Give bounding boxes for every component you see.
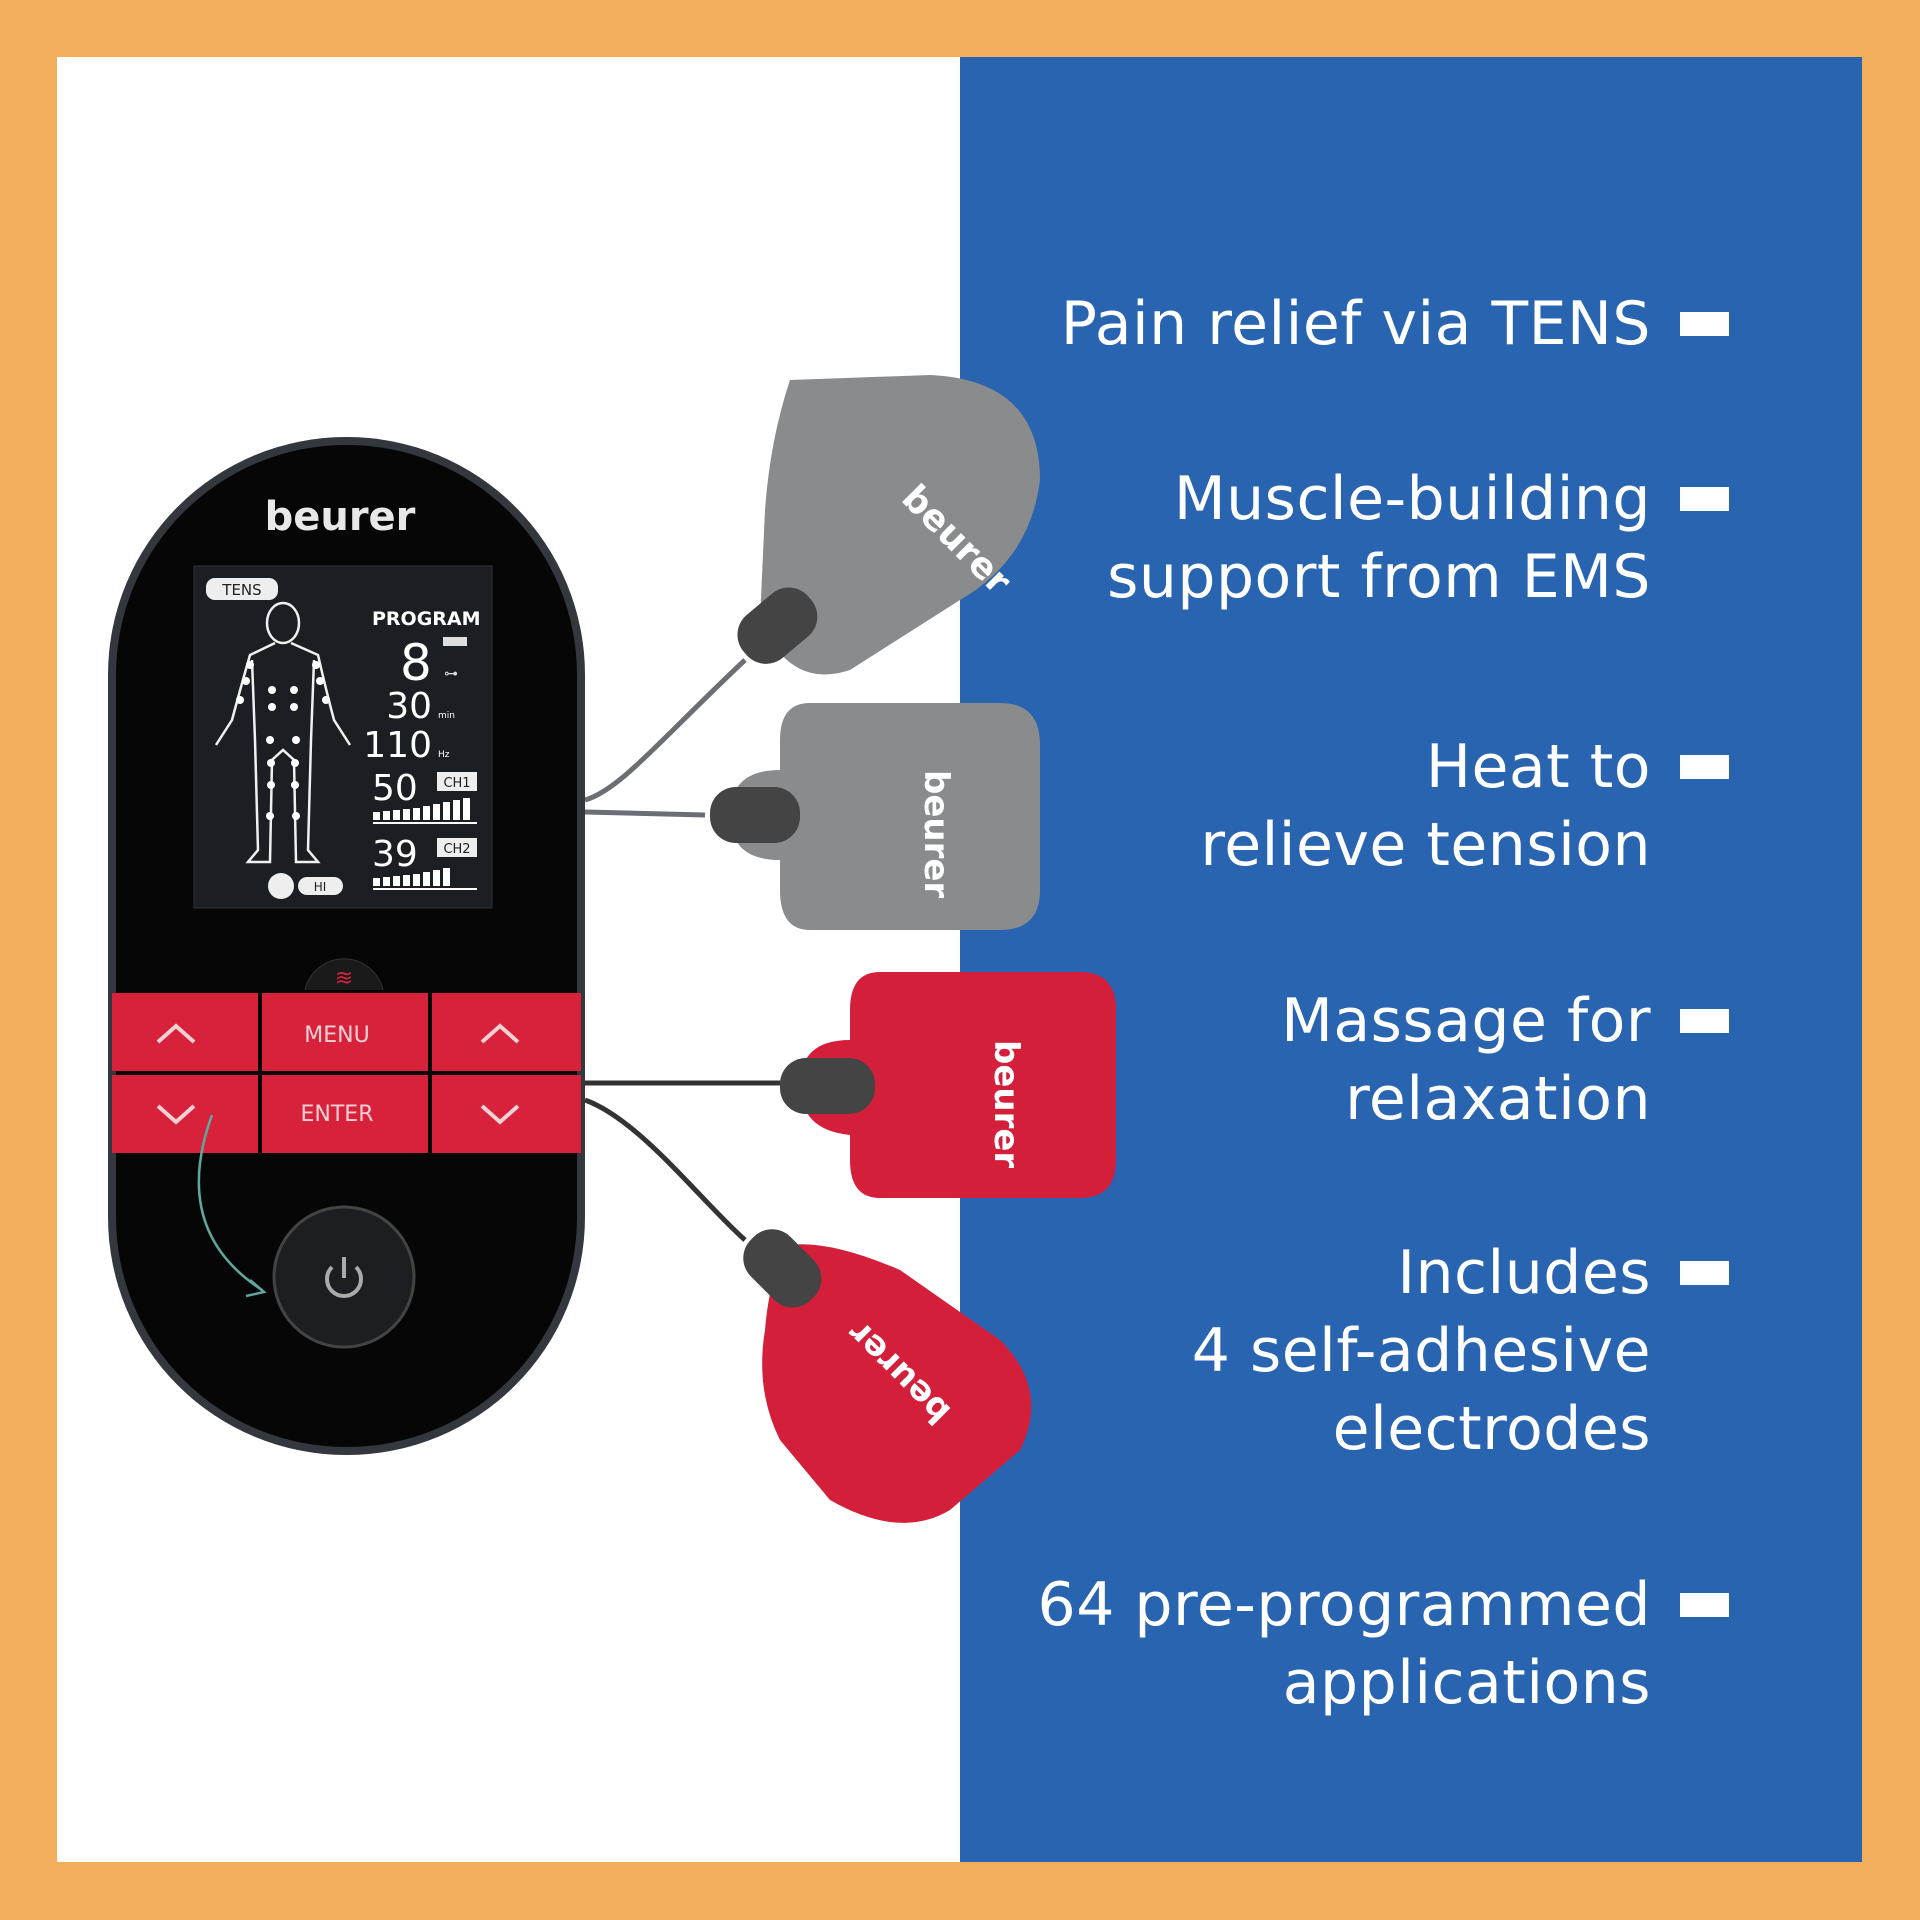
feature-line: 64 pre-programmed <box>1037 1570 1651 1640</box>
key-lock-icon: ⊶ <box>444 666 458 682</box>
enter-button-label: ENTER <box>301 1102 374 1127</box>
red-electrode-pad-1: beurer <box>780 972 1116 1198</box>
feature-line: Muscle-building <box>1173 464 1651 534</box>
lcd-ch1-intensity: 50 <box>372 768 418 809</box>
heat-icon <box>268 873 294 899</box>
lcd-time-unit: min <box>438 711 455 721</box>
device-logo: beurer <box>265 494 416 540</box>
feature-programs: 64 pre-programmed applications <box>1038 1566 1651 1722</box>
electrode-cables <box>584 658 790 1242</box>
product-infographic: beurer beurer beurer beurer beurer TENS <box>57 57 1862 1862</box>
grey-electrode-pad-1: beurer <box>737 375 1040 675</box>
bullet-marker <box>1680 755 1729 779</box>
bullet-marker <box>1680 1009 1729 1033</box>
bullet-marker <box>1680 487 1729 511</box>
red-electrode-pad-2: beurer <box>743 1229 1032 1523</box>
feature-line: 4 self-adhesive <box>1191 1316 1651 1386</box>
lcd-heat-level: HI <box>314 880 327 894</box>
chevron-down-icon <box>480 1104 520 1125</box>
menu-button[interactable] <box>262 993 428 1071</box>
ch2-intensity-bars <box>373 868 477 890</box>
feature-massage: Massage for relaxation <box>1281 982 1651 1138</box>
features-panel <box>960 57 1862 1862</box>
feature-heat: Heat to relieve tension <box>1200 728 1651 884</box>
chevron-up-icon <box>156 1023 196 1044</box>
feature-line: applications <box>1282 1648 1651 1718</box>
ch1-intensity-bars <box>373 798 477 824</box>
grey-electrode-pad-2: beurer <box>710 703 1040 930</box>
menu-button-label: MENU <box>304 1023 369 1048</box>
keypad: MENU ENTER <box>112 993 581 1153</box>
heat-button[interactable] <box>304 958 384 991</box>
lcd-ch2-label: CH2 <box>443 842 470 857</box>
feature-ems: Muscle-building support from EMS <box>1107 460 1651 616</box>
feature-line: relaxation <box>1345 1064 1651 1134</box>
tens-device: beurer TENS HI PROGRAM <box>108 437 585 1455</box>
power-icon <box>325 1257 363 1299</box>
chevron-up-icon <box>480 1023 520 1044</box>
heat-button-icon: ≋ <box>335 966 353 991</box>
lcd-frequency: 110 <box>363 725 432 766</box>
pad-logo: beurer <box>916 770 956 898</box>
chevron-down-icon <box>156 1104 196 1125</box>
device-illustration: beurer beurer beurer beurer beurer TENS <box>108 375 1116 1523</box>
pad-logo: beurer <box>986 1040 1026 1168</box>
feature-electrodes: Includes 4 self-adhesive electrodes <box>1192 1234 1651 1468</box>
battery-icon <box>443 637 467 646</box>
feature-line: Includes <box>1397 1238 1651 1308</box>
feature-tens: Pain relief via TENS <box>1061 285 1651 363</box>
lcd-frequency-unit: Hz <box>438 750 450 760</box>
bullet-marker <box>1680 1593 1729 1617</box>
lcd-ch2-intensity: 39 <box>372 834 418 875</box>
feature-line: Pain relief via TENS <box>1060 289 1651 359</box>
lcd-ch1-label: CH1 <box>443 776 470 791</box>
lcd-mode-badge: TENS <box>221 581 261 599</box>
feature-line: support from EMS <box>1107 542 1651 612</box>
body-figure-icon <box>214 601 352 864</box>
feature-line: Massage for <box>1281 986 1651 1056</box>
feature-line: relieve tension <box>1200 810 1651 880</box>
enter-button[interactable] <box>262 1075 428 1153</box>
lcd-program-number: 8 <box>400 634 432 692</box>
bullet-marker <box>1680 312 1729 336</box>
feature-line: electrodes <box>1332 1394 1651 1464</box>
body-electrode-points <box>236 661 330 820</box>
lcd-time: 30 <box>386 686 432 727</box>
lcd-program-label: PROGRAM <box>372 608 481 630</box>
feature-line: Heat to <box>1425 732 1651 802</box>
bullet-marker <box>1680 1261 1729 1285</box>
arrow-icon <box>197 1114 263 1292</box>
